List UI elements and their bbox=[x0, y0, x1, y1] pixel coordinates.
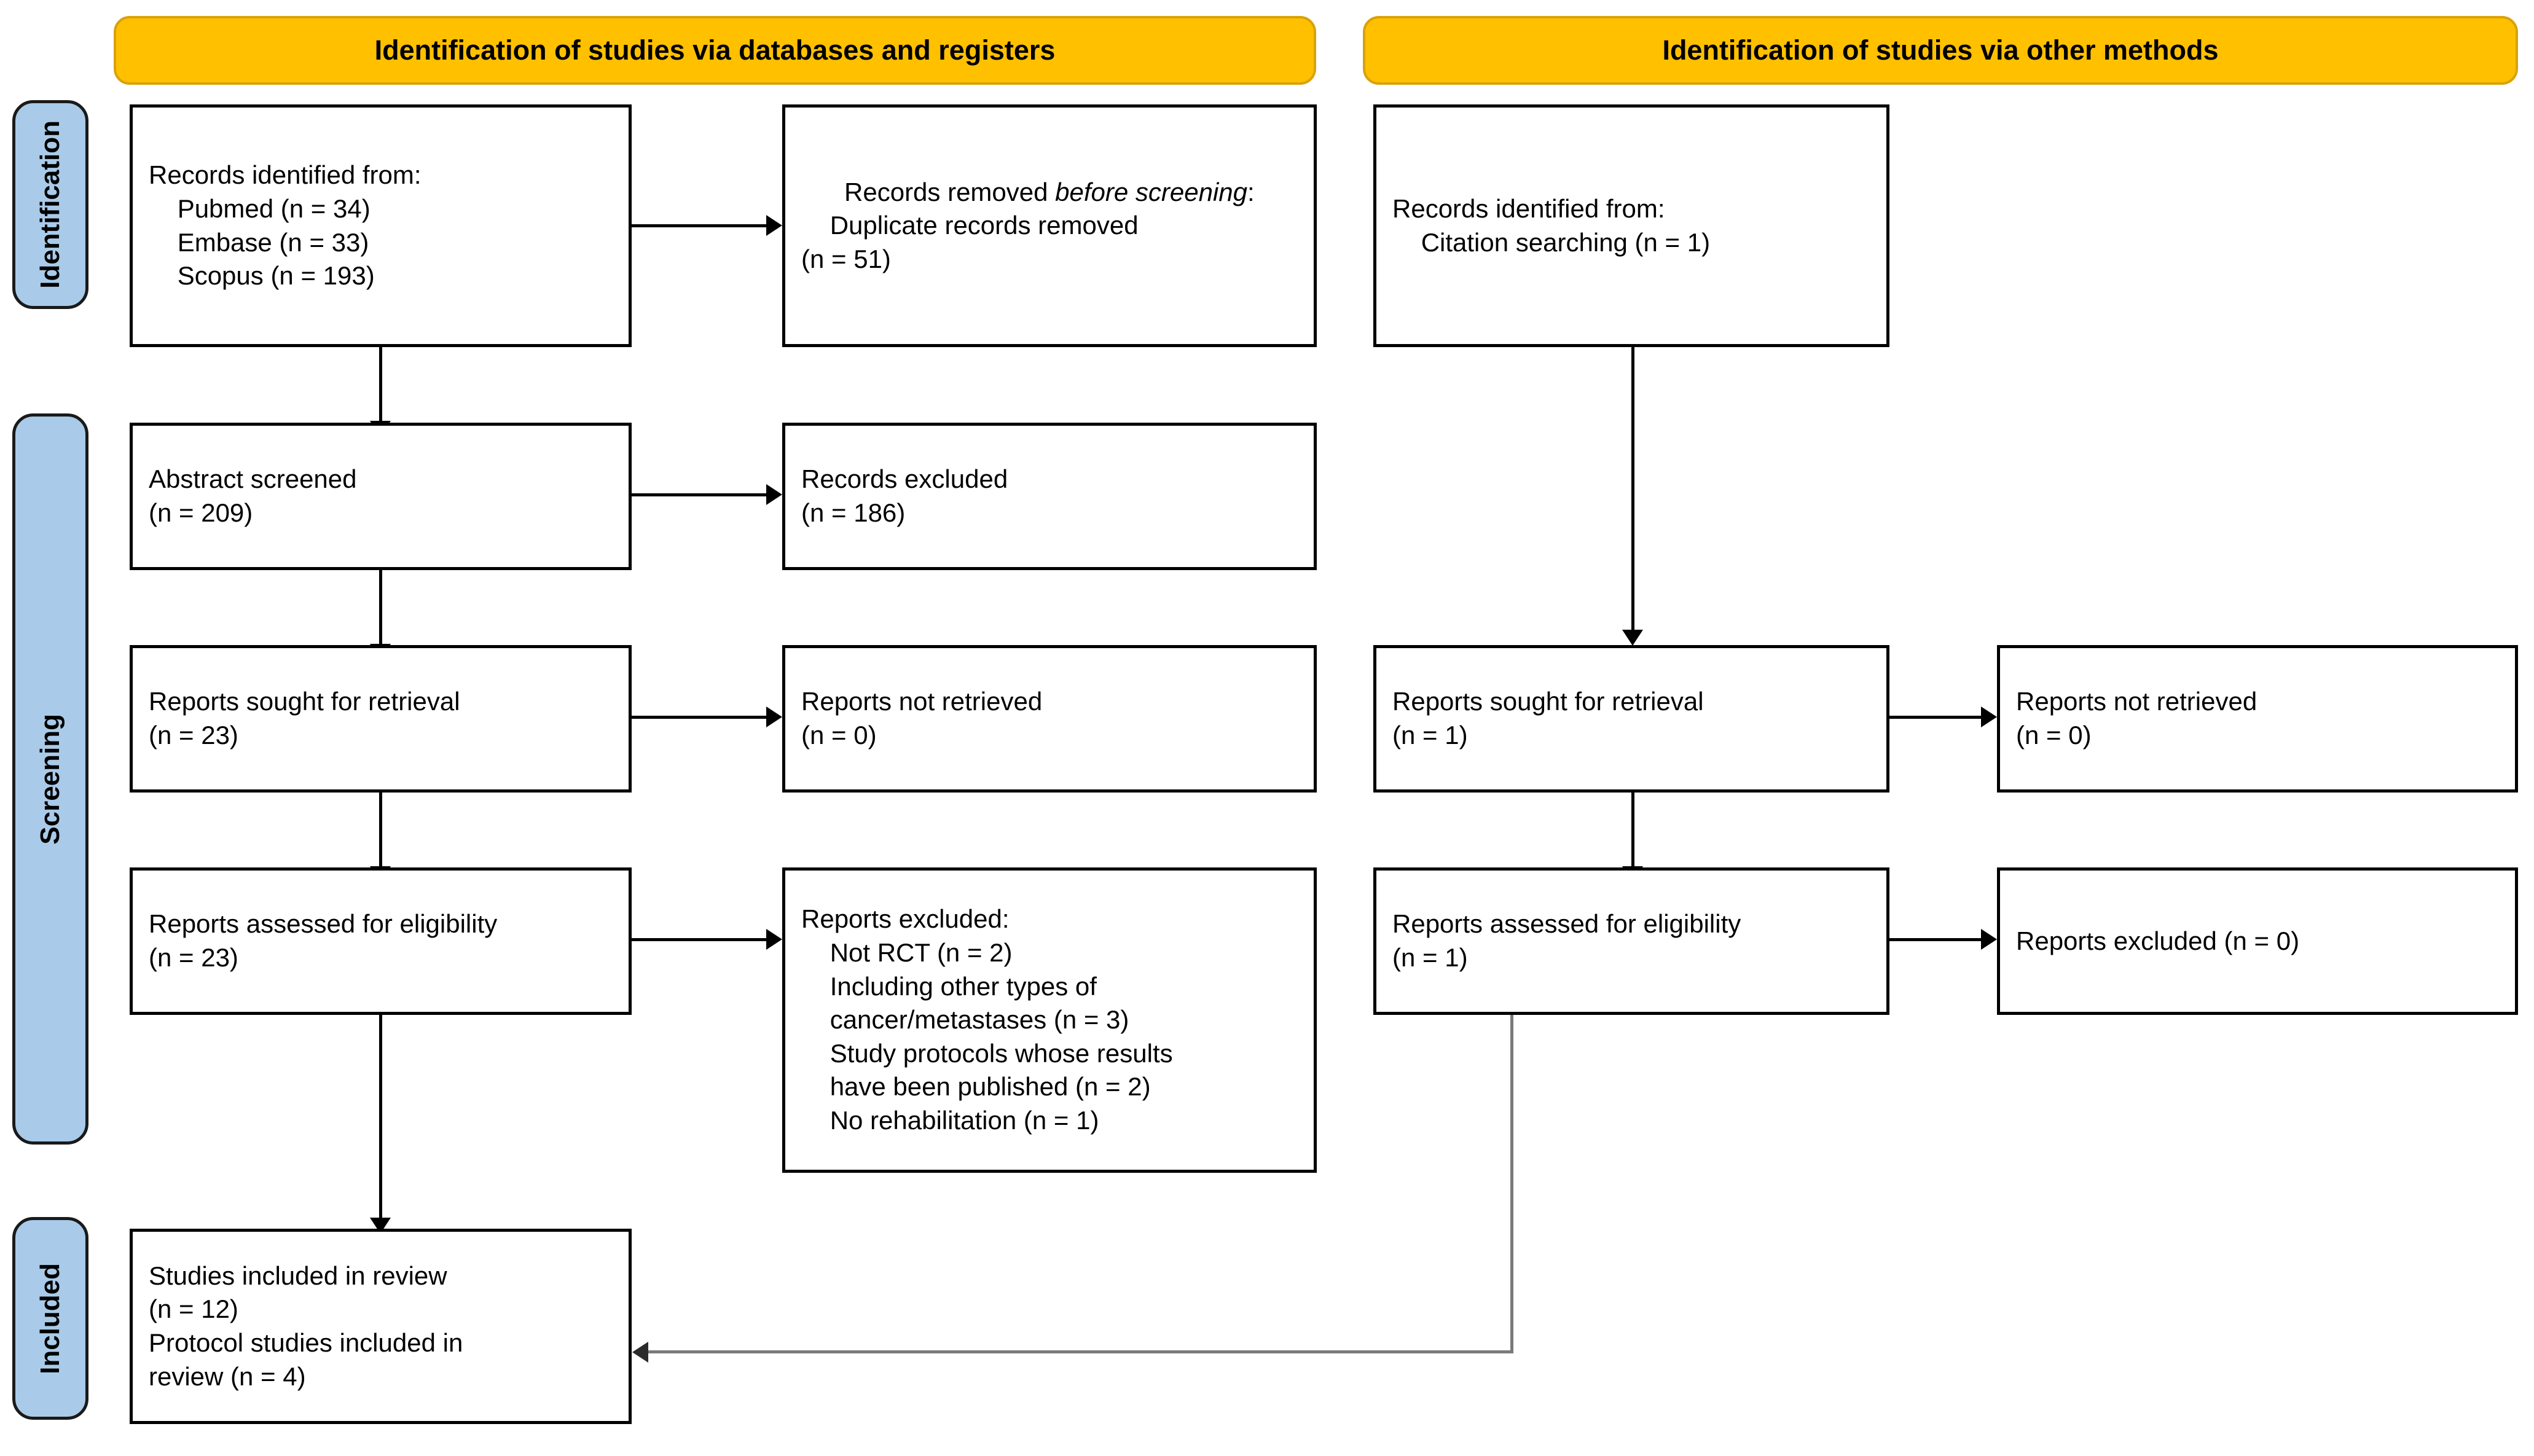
connector-identified-other-to-sought bbox=[1631, 347, 1634, 630]
box-records-identified-text: Records identified from: Pubmed (n = 34)… bbox=[149, 160, 422, 291]
phase-label-identification: Identification bbox=[12, 100, 88, 309]
box-abstract-screened: Abstract screened (n = 209) bbox=[130, 423, 632, 570]
arrowhead-identified-to-removed bbox=[766, 215, 782, 236]
box-records-removed: Records removed before screening: Duplic… bbox=[782, 104, 1317, 347]
connector-assessed-to-included bbox=[379, 1015, 382, 1218]
connector-abstract-to-sought bbox=[379, 570, 382, 644]
box-reports-not-retrieved-right-text: Reports not retrieved (n = 0) bbox=[2016, 687, 2257, 750]
connector-right-arm-to-included-horizontal bbox=[648, 1350, 1513, 1353]
connector-sought-to-notretrieved-left bbox=[632, 716, 766, 719]
box-records-excluded: Records excluded (n = 186) bbox=[782, 423, 1317, 570]
box-records-identified-other: Records identified from: Citation search… bbox=[1373, 104, 1889, 347]
box-reports-excluded-left: Reports excluded: Not RCT (n = 2) Includ… bbox=[782, 867, 1317, 1173]
phase-identification-text: Identification bbox=[35, 120, 65, 289]
box-reports-assessed-right-text: Reports assessed for eligibility (n = 1) bbox=[1392, 909, 1741, 972]
box-reports-not-retrieved-right: Reports not retrieved (n = 0) bbox=[1997, 645, 2518, 793]
header-banner-other: Identification of studies via other meth… bbox=[1363, 16, 2518, 85]
box-reports-sought-right-text: Reports sought for retrieval (n = 1) bbox=[1392, 687, 1704, 750]
box-reports-assessed-left: Reports assessed for eligibility (n = 23… bbox=[130, 867, 632, 1015]
connector-identified-to-removed bbox=[632, 224, 766, 227]
connector-sought-to-notretrieved-right bbox=[1889, 716, 1981, 719]
box-reports-excluded-right-text: Reports excluded (n = 0) bbox=[2016, 926, 2300, 955]
box-reports-excluded-left-text: Reports excluded: Not RCT (n = 2) Includ… bbox=[801, 904, 1173, 1135]
box-reports-not-retrieved-left: Reports not retrieved (n = 0) bbox=[782, 645, 1317, 793]
box-reports-assessed-left-text: Reports assessed for eligibility (n = 23… bbox=[149, 909, 498, 972]
connector-abstract-to-excluded bbox=[632, 493, 766, 496]
box-records-excluded-text: Records excluded (n = 186) bbox=[801, 464, 1008, 527]
records-removed-lead: Records removed bbox=[844, 177, 1056, 206]
box-records-removed-text: Records removed before screening: Duplic… bbox=[801, 142, 1255, 310]
arrowhead-identified-other-to-sought bbox=[1622, 630, 1643, 646]
box-studies-included: Studies included in review (n = 12) Prot… bbox=[130, 1229, 632, 1424]
header-databases-label: Identification of studies via databases … bbox=[374, 34, 1056, 66]
phase-screening-text: Screening bbox=[35, 713, 65, 845]
box-abstract-screened-text: Abstract screened (n = 209) bbox=[149, 464, 357, 527]
arrowhead-sought-to-notretrieved-right bbox=[1981, 706, 1997, 727]
header-other-label: Identification of studies via other meth… bbox=[1662, 34, 2219, 66]
arrowhead-sought-to-notretrieved-left bbox=[766, 706, 782, 727]
box-studies-included-text: Studies included in review (n = 12) Prot… bbox=[149, 1261, 463, 1391]
phase-included-text: Included bbox=[35, 1262, 65, 1374]
connector-assessed-to-excluded-left bbox=[632, 938, 766, 941]
box-reports-sought-left: Reports sought for retrieval (n = 23) bbox=[130, 645, 632, 793]
connector-identified-to-abstract bbox=[379, 347, 382, 421]
box-records-identified-other-text: Records identified from: Citation search… bbox=[1392, 194, 1711, 257]
box-records-identified: Records identified from: Pubmed (n = 34)… bbox=[130, 104, 632, 347]
box-reports-not-retrieved-left-text: Reports not retrieved (n = 0) bbox=[801, 687, 1043, 750]
arrowhead-right-arm-to-included bbox=[632, 1342, 648, 1363]
phase-label-screening: Screening bbox=[12, 413, 88, 1145]
box-reports-excluded-right: Reports excluded (n = 0) bbox=[1997, 867, 2518, 1015]
arrowhead-abstract-to-excluded bbox=[766, 484, 782, 505]
box-reports-assessed-right: Reports assessed for eligibility (n = 1) bbox=[1373, 867, 1889, 1015]
header-banner-databases: Identification of studies via databases … bbox=[114, 16, 1316, 85]
connector-sought-to-assessed-right bbox=[1631, 793, 1634, 866]
records-removed-tail: : bbox=[1247, 177, 1255, 206]
records-removed-emphasis: before screening bbox=[1055, 177, 1248, 206]
connector-right-arm-to-included-vertical bbox=[1510, 1015, 1513, 1353]
connector-sought-to-assessed-left bbox=[379, 793, 382, 866]
records-removed-rest: Duplicate records removed (n = 51) bbox=[801, 211, 1139, 273]
box-reports-sought-left-text: Reports sought for retrieval (n = 23) bbox=[149, 687, 460, 750]
arrowhead-assessed-to-excluded-left bbox=[766, 929, 782, 950]
phase-label-included: Included bbox=[12, 1217, 88, 1420]
connector-assessed-to-excluded-right bbox=[1889, 938, 1981, 941]
box-reports-sought-right: Reports sought for retrieval (n = 1) bbox=[1373, 645, 1889, 793]
arrowhead-assessed-to-excluded-right bbox=[1981, 929, 1997, 950]
